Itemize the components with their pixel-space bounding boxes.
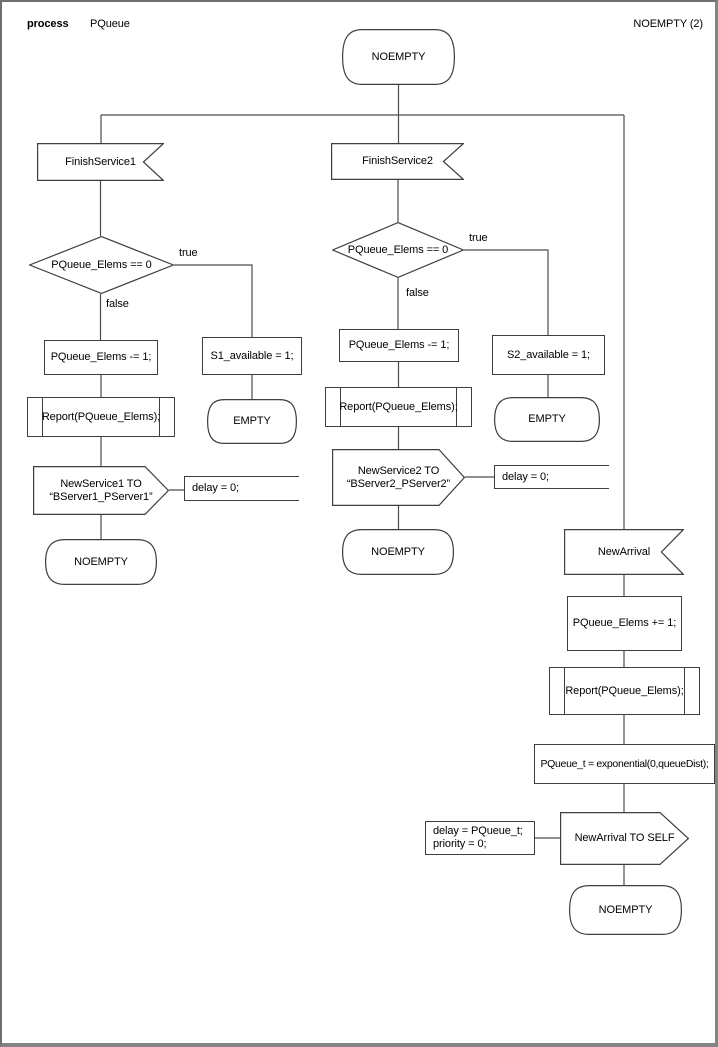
decision1-false-label: false bbox=[106, 298, 129, 310]
task-decrement-2[interactable]: PQueue_Elems -= 1; bbox=[339, 329, 459, 362]
state-noempty-1[interactable]: NOEMPTY bbox=[45, 539, 157, 585]
procedure-report-1[interactable]: Report(PQueue_Elems); bbox=[27, 397, 175, 437]
decision2-false-label: false bbox=[406, 287, 429, 299]
output-newservice1[interactable]: NewService1 TO “BServer1_PServer1” bbox=[33, 466, 169, 515]
task-s2-available[interactable]: S2_available = 1; bbox=[492, 335, 605, 375]
procedure-report-3[interactable]: Report(PQueue_Elems); bbox=[549, 667, 700, 715]
input-finishservice1[interactable]: FinishService1 bbox=[37, 143, 164, 181]
decision-pqueue-elems-1[interactable]: PQueue_Elems == 0 bbox=[29, 236, 174, 294]
decision2-true-label: true bbox=[469, 232, 488, 244]
state-empty-1[interactable]: EMPTY bbox=[207, 399, 297, 444]
task-queue-time[interactable]: PQueue_t = exponential(0,queueDist); bbox=[534, 744, 715, 784]
procedure-report-2[interactable]: Report(PQueue_Elems); bbox=[325, 387, 472, 427]
state-empty-2[interactable]: EMPTY bbox=[494, 397, 600, 442]
process-name: PQueue bbox=[90, 18, 130, 30]
decision1-true-label: true bbox=[179, 247, 198, 259]
state-noempty-end[interactable]: NOEMPTY bbox=[569, 885, 682, 935]
input-newarrival[interactable]: NewArrival bbox=[564, 529, 684, 575]
task-decrement-1[interactable]: PQueue_Elems -= 1; bbox=[44, 340, 158, 375]
task-increment[interactable]: PQueue_Elems += 1; bbox=[567, 596, 682, 651]
page-label: NOEMPTY (2) bbox=[633, 18, 703, 30]
comment-delay-priority[interactable]: delay = PQueue_t; priority = 0; bbox=[425, 821, 535, 855]
input-finishservice2[interactable]: FinishService2 bbox=[331, 143, 464, 180]
process-keyword: process bbox=[27, 18, 69, 30]
task-s1-available[interactable]: S1_available = 1; bbox=[202, 337, 302, 375]
comment-delay-2[interactable]: delay = 0; bbox=[494, 465, 609, 489]
state-noempty-2[interactable]: NOEMPTY bbox=[342, 529, 454, 575]
comment-delay-1[interactable]: delay = 0; bbox=[184, 476, 299, 501]
output-newservice2[interactable]: NewService2 TO “BServer2_PServer2” bbox=[332, 449, 465, 506]
decision-pqueue-elems-2[interactable]: PQueue_Elems == 0 bbox=[332, 222, 464, 278]
state-noempty-start[interactable]: NOEMPTY bbox=[342, 29, 455, 85]
output-newarrival-self[interactable]: NewArrival TO SELF bbox=[560, 812, 689, 865]
